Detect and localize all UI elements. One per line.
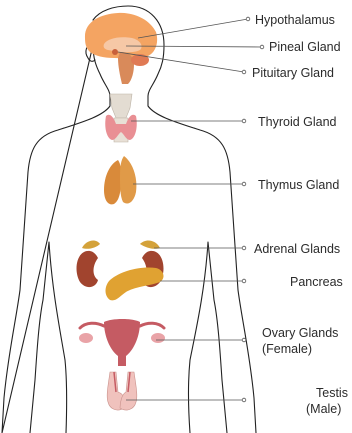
pituitary-marker (112, 49, 118, 55)
ovary-right (151, 333, 165, 343)
label-thyroid-gland: Thyroid Gland (258, 115, 337, 129)
kidney-left (77, 251, 98, 287)
label-thymus-gland: Thymus Gland (258, 178, 339, 192)
thymus-right-lobe (120, 156, 136, 204)
label-pancreas: Pancreas (290, 275, 343, 289)
adrenal-right (140, 241, 160, 249)
adrenal-left (82, 241, 100, 249)
label-testis: Testis (316, 386, 348, 400)
fallopian-right (140, 323, 164, 328)
label-ovary-glands: Ovary Glands (262, 326, 338, 340)
larynx-cartilage (110, 94, 132, 118)
label-hypothalamus: Hypothalamus (255, 13, 335, 27)
uterus-shape (104, 319, 140, 366)
brainstem (118, 52, 134, 84)
leader-lines (118, 17, 264, 402)
label-pineal-gland: Pineal Gland (269, 40, 341, 54)
fallopian-left (80, 323, 104, 328)
label-testis-male: (Male) (306, 402, 341, 416)
thymus-left-lobe (104, 160, 121, 204)
ovary-left (79, 333, 93, 343)
label-pituitary-gland: Pituitary Gland (252, 66, 334, 80)
label-adrenal-glands: Adrenal Glands (254, 242, 340, 256)
label-ovary-female: (Female) (262, 342, 312, 356)
